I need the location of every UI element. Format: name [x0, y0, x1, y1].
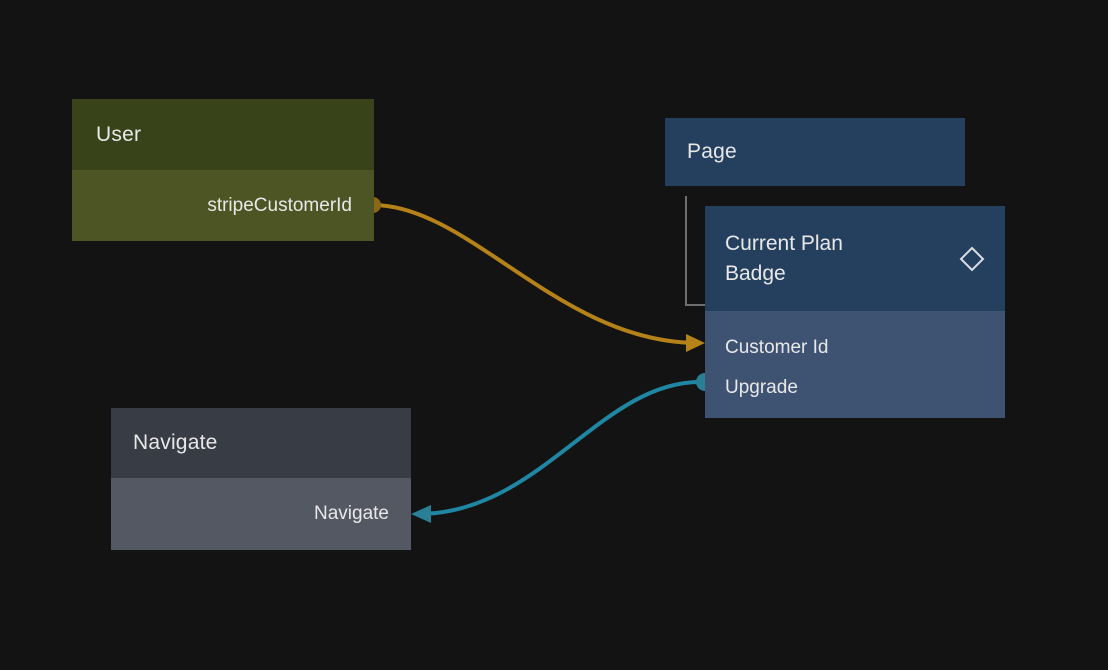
node-page-properties-body: Customer Id Upgrade	[705, 311, 1005, 418]
node-user-title: User	[96, 122, 142, 146]
field-upgrade[interactable]: Upgrade	[725, 368, 1005, 408]
edge-upgrade-to-navigate-path	[416, 380, 702, 516]
node-page-title: Page	[687, 140, 737, 163]
node-user[interactable]: User stripeCustomerId	[72, 99, 374, 241]
node-current-plan-badge-inner[interactable]: Current Plan Badge	[705, 206, 1005, 311]
field-stripe-customer-id[interactable]: stripeCustomerId	[72, 195, 352, 217]
node-page-header[interactable]: Page	[665, 118, 965, 186]
node-current-plan-badge-label: Current Plan Badge	[725, 231, 843, 285]
edge-arrowhead-navigate	[411, 505, 431, 523]
field-navigate-label: Navigate	[314, 503, 389, 524]
edge-stripe-to-customer-id	[365, 197, 705, 352]
edge-stripe-to-customer-id-path	[371, 203, 700, 345]
node-page[interactable]: Page	[665, 118, 965, 186]
node-navigate-title: Navigate	[133, 431, 218, 454]
node-user-header[interactable]: User	[72, 99, 374, 170]
field-customer-id-label: Customer Id	[725, 337, 829, 358]
field-customer-id[interactable]: Customer Id	[725, 328, 1005, 368]
node-navigate-body: Navigate	[111, 478, 411, 550]
edge-upgrade-to-navigate	[411, 373, 714, 523]
node-navigate[interactable]: Navigate Navigate	[111, 408, 411, 550]
node-page-properties[interactable]: Customer Id Upgrade	[705, 311, 1005, 418]
field-upgrade-label: Upgrade	[725, 377, 798, 398]
edge-arrowhead-customer-id	[686, 334, 705, 352]
field-navigate[interactable]: Navigate	[111, 503, 389, 525]
node-navigate-header[interactable]: Navigate	[111, 408, 411, 478]
diamond-icon	[959, 246, 985, 271]
field-stripe-customer-id-label: stripeCustomerId	[207, 194, 352, 216]
node-user-body: stripeCustomerId	[72, 170, 374, 241]
page-child-bracket	[685, 196, 709, 306]
node-current-plan-badge[interactable]: Current Plan Badge	[705, 206, 1005, 311]
